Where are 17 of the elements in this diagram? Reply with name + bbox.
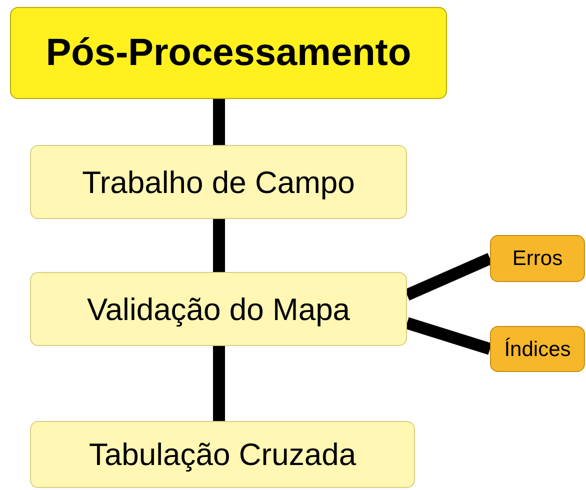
box-label: Trabalho de Campo: [82, 166, 355, 198]
process-box: [30, 145, 407, 219]
box-label: Erros: [512, 248, 563, 269]
process-box: [30, 421, 415, 488]
box-label: Pós-Processamento: [46, 34, 412, 72]
box-label: Validação do Mapa: [86, 294, 350, 324]
result-box: [490, 326, 585, 372]
connector-line: [213, 219, 225, 272]
box-label: Índices: [504, 338, 571, 360]
result-box: [490, 235, 585, 282]
connector-line: [405, 317, 492, 355]
title-box: [10, 7, 447, 99]
box-label: Tabulação Cruzada: [88, 439, 356, 470]
process-box: [30, 272, 407, 346]
connector-line: [404, 253, 492, 300]
connector-line: [213, 99, 225, 145]
connector-line: [213, 346, 225, 421]
